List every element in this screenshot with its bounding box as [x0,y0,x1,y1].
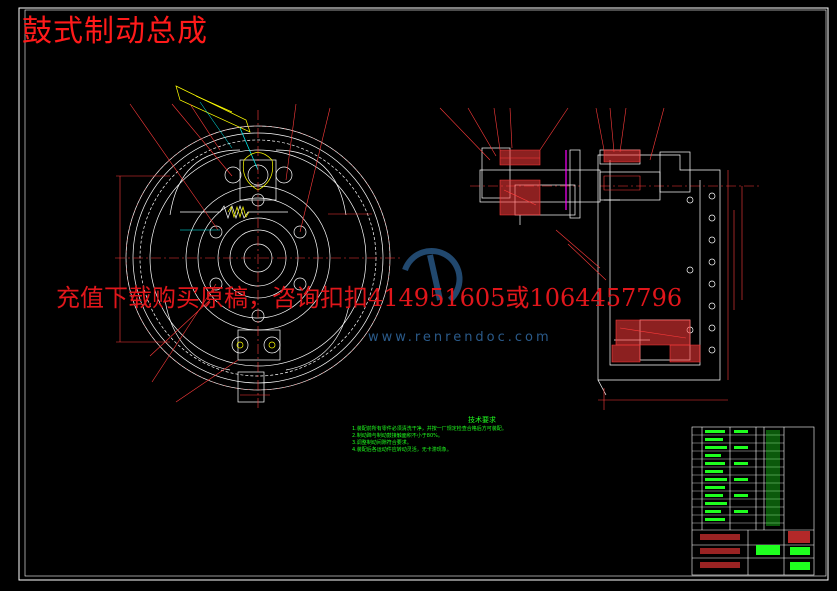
tech-requirements-list: 1.装配前所有零件必须清洗干净，并按一厂规定检查合格后方可装配。 2.制动蹄与制… [352,426,507,454]
tech-requirement-line: 2.制动蹄与制动鼓接触面积不小于80%。 [352,433,443,439]
section-dimensions [439,107,743,410]
tech-requirement-line: 3.调整制动间隙符合要求。 [352,440,412,446]
tech-requirements-heading: 技术要求 [468,416,496,424]
dimensions [116,103,391,403]
tech-requirement-line: 4.装配后各运动件应转动灵活，无卡滞现象。 [352,447,452,453]
watermark-logo [402,247,463,303]
tech-requirement-line: 1.装配前所有零件必须清洗干净，并按一厂规定检查合格后方可装配。 [352,426,507,432]
watermark-site: www.renrendoc.com [368,330,552,345]
title-block-rows [692,434,784,524]
drawing-title: 鼓式制动总成 [22,14,208,49]
construction-lines [180,101,233,231]
title-block [691,426,815,576]
watermark-text: 充值下载购买原稿，咨询扣扣414951605或1064457796 [56,284,683,312]
sheet-border [18,7,829,581]
title-block-fills [700,430,810,570]
section-fill [500,150,700,362]
inner-border [24,9,827,577]
